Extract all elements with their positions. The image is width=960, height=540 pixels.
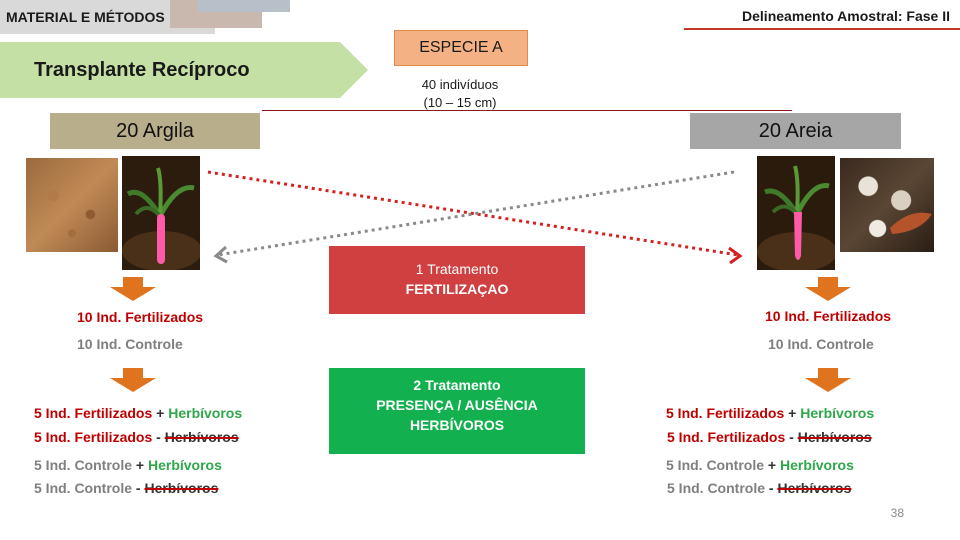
down-arrow-icon bbox=[110, 368, 156, 392]
gray-arrowhead bbox=[213, 245, 228, 264]
plant-photo-left bbox=[122, 156, 200, 270]
left-fert-noherb-row: 5 Ind. Fertilizados - Herbívoros bbox=[34, 429, 239, 445]
group-label: 5 Ind. Controle bbox=[667, 480, 765, 496]
plus-sign: + bbox=[767, 457, 777, 473]
slide-title: Delineamento Amostral: Fase II bbox=[742, 8, 950, 24]
treatment-2-title: 2 Tratamento bbox=[413, 377, 501, 393]
banner-label: Transplante Recíproco bbox=[34, 59, 250, 81]
group-label: 5 Ind. Controle bbox=[34, 480, 132, 496]
transplant-banner: Transplante Recíproco bbox=[0, 42, 368, 98]
treatment-1-name: FERTILIZAÇAO bbox=[405, 281, 509, 297]
group-label: 5 Ind. Controle bbox=[666, 457, 764, 473]
right-ctrl-herb-row: 5 Ind. Controle + Herbívoros bbox=[666, 457, 854, 473]
group-argila-label: 20 Argila bbox=[50, 113, 260, 149]
minus-sign: - bbox=[789, 429, 794, 445]
right-fert-label: 10 Ind. Fertilizados bbox=[765, 308, 892, 324]
treatment-2-subject: HERBÍVOROS bbox=[409, 417, 505, 433]
clay-soil-photo bbox=[26, 158, 118, 252]
group-label: 5 Ind. Fertilizados bbox=[666, 405, 785, 421]
treatment-2-box: 2 Tratamento PRESENÇA / AUSÊNCIA HERBÍVO… bbox=[329, 368, 585, 454]
herbivore-label-struck: Herbívoros bbox=[164, 429, 239, 445]
left-ctrl-herb-row: 5 Ind. Controle + Herbívoros bbox=[34, 457, 222, 473]
individual-count: 40 indivíduos bbox=[421, 77, 499, 92]
right-fert-noherb-row: 5 Ind. Fertilizados - Herbívoros bbox=[667, 429, 872, 445]
treatment-1-box: 1 Tratamento FERTILIZAÇAO bbox=[329, 246, 585, 314]
species-info: 40 indivíduos (10 – 15 cm) bbox=[400, 76, 520, 112]
sand-soil-photo bbox=[840, 158, 934, 252]
right-fert-herb-row: 5 Ind. Fertilizados + Herbívoros bbox=[666, 405, 874, 421]
title-underline bbox=[684, 28, 960, 30]
size-range: (10 – 15 cm) bbox=[423, 95, 497, 110]
group-label: 5 Ind. Fertilizados bbox=[34, 405, 153, 421]
herbivore-label: Herbívoros bbox=[800, 405, 875, 421]
left-ctrl-label: 10 Ind. Controle bbox=[77, 336, 183, 352]
left-ctrl-noherb-row: 5 Ind. Controle - Herbívoros bbox=[34, 480, 218, 496]
group-label: 5 Ind. Fertilizados bbox=[667, 429, 786, 445]
herbivore-label-struck: Herbívoros bbox=[777, 480, 852, 496]
herbivore-label: Herbívoros bbox=[147, 457, 222, 473]
left-fert-herb-row: 5 Ind. Fertilizados + Herbívoros bbox=[34, 405, 242, 421]
down-arrow-icon bbox=[805, 368, 851, 392]
right-ctrl-noherb-row: 5 Ind. Controle - Herbívoros bbox=[667, 480, 851, 496]
group-areia-label: 20 Areia bbox=[690, 113, 901, 149]
section-label: MATERIAL E MÉTODOS bbox=[6, 9, 165, 25]
down-arrow-icon bbox=[110, 277, 156, 301]
herbivore-label-struck: Herbívoros bbox=[144, 480, 219, 496]
species-box: ESPECIE A bbox=[394, 30, 528, 66]
page-number: 38 bbox=[890, 506, 904, 520]
plus-sign: + bbox=[788, 405, 797, 421]
plant-photo-right bbox=[757, 156, 835, 270]
herbivore-label: Herbívoros bbox=[168, 405, 243, 421]
group-label: 5 Ind. Controle bbox=[34, 457, 132, 473]
red-transplant-arrow bbox=[207, 170, 739, 257]
herbivore-label-struck: Herbívoros bbox=[797, 429, 872, 445]
minus-sign: - bbox=[156, 429, 161, 445]
minus-sign: - bbox=[135, 480, 141, 496]
gray-transplant-arrow bbox=[217, 170, 735, 257]
group-label: 5 Ind. Fertilizados bbox=[34, 429, 153, 445]
treatment-2-name: PRESENÇA / AUSÊNCIA bbox=[376, 397, 538, 413]
right-ctrl-label: 10 Ind. Controle bbox=[768, 336, 874, 352]
plus-sign: + bbox=[156, 405, 165, 421]
minus-sign: - bbox=[768, 480, 774, 496]
down-arrow-icon bbox=[805, 277, 851, 301]
header-decor-block bbox=[198, 0, 290, 12]
divider-line bbox=[262, 110, 792, 111]
herbivore-label: Herbívoros bbox=[779, 457, 854, 473]
left-fert-label: 10 Ind. Fertilizados bbox=[77, 309, 204, 325]
treatment-1-title: 1 Tratamento bbox=[415, 261, 499, 277]
red-arrowhead bbox=[728, 246, 743, 265]
plus-sign: + bbox=[135, 457, 145, 473]
